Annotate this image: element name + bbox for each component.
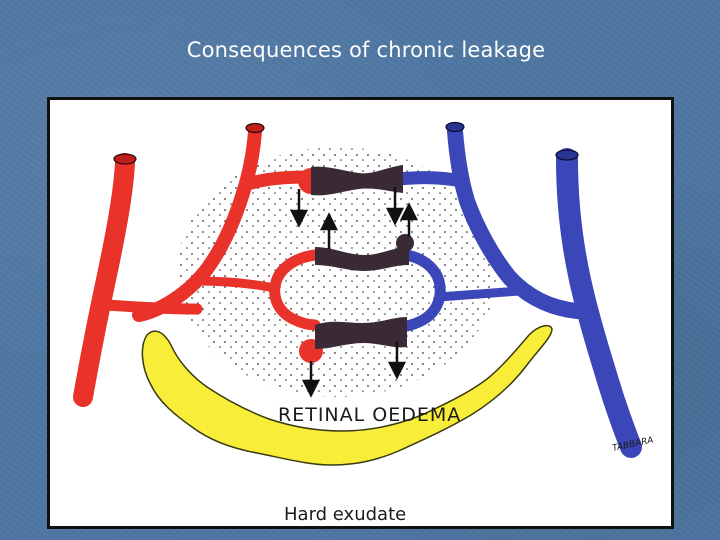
- arrow-down-left-top: [289, 189, 309, 228]
- left-artery-trunk: [73, 153, 135, 407]
- vein-end-top: [445, 121, 465, 133]
- arteries: [73, 125, 321, 407]
- arrow-down-right-bottom: [387, 341, 407, 380]
- mid-artery-branch: [192, 276, 274, 292]
- arrow-down-left-bottom: [301, 361, 321, 398]
- vein-end-right: [555, 149, 579, 161]
- loop-vein-portion: [391, 249, 446, 333]
- veins: [391, 123, 642, 458]
- loop-artery-portion: [269, 249, 321, 331]
- leakage-arrows: [289, 187, 419, 398]
- retinal-diagram-figure: RETINAL OEDEMA Hard exudate TABBARA: [47, 97, 674, 529]
- hard-exudate-label: Hard exudate: [284, 504, 406, 525]
- lower-artery-branch: [101, 299, 203, 315]
- hard-exudate-deposit: [141, 324, 553, 466]
- upper-vein-branch: [392, 171, 468, 188]
- microaneurysm-top: [396, 234, 414, 252]
- dilated-capillary-loop-bottom: [315, 317, 407, 349]
- right-vein-trunk: [556, 148, 642, 458]
- arrow-up-right-mid: [399, 202, 419, 237]
- arrow-down-right-top: [385, 187, 405, 226]
- mid-vein-branch: [434, 286, 524, 302]
- artery-end-top: [245, 122, 265, 134]
- artery-end-left: [113, 153, 137, 165]
- upper-artery-trunk: [132, 125, 262, 322]
- dilated-capillary-top: [311, 165, 403, 196]
- retinal-oedema-label: RETINAL OEDEMA: [278, 404, 461, 426]
- upper-vein-trunk: [447, 123, 585, 319]
- oedema-stipple-area: [177, 147, 497, 397]
- slide-title: Consequences of chronic leakage: [186, 38, 546, 62]
- arrow-up-left-mid: [319, 212, 339, 249]
- dilated-capillary-loop-top: [315, 247, 409, 271]
- retinal-diagram: RETINAL OEDEMA Hard exudate TABBARA: [50, 100, 671, 526]
